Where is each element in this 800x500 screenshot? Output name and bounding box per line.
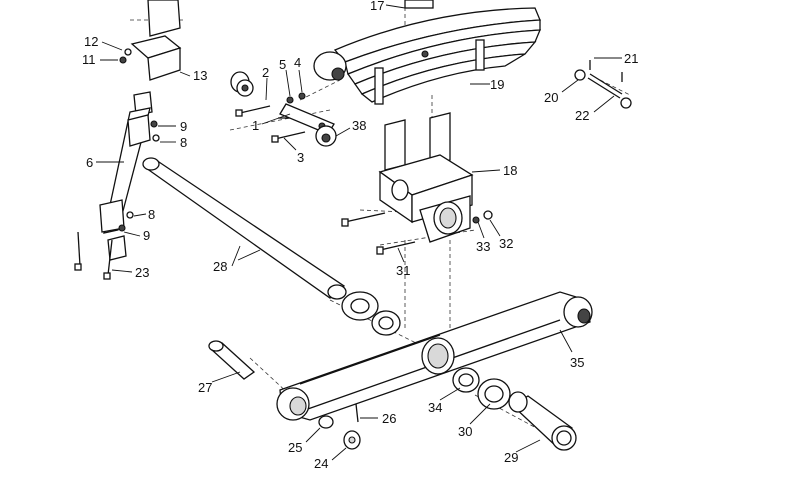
callout-34: 34 bbox=[428, 400, 442, 415]
part-27-pin bbox=[208, 340, 256, 380]
callout-18: 18 bbox=[503, 163, 517, 178]
part-35-walking-beam bbox=[276, 291, 593, 421]
callout-12: 12 bbox=[84, 34, 98, 49]
callout-28: 28 bbox=[213, 259, 227, 274]
callout-22: 22 bbox=[575, 108, 589, 123]
part-19-leaf-spring bbox=[313, 7, 542, 105]
callout-11: 11 bbox=[82, 52, 96, 67]
callout-21: 21 bbox=[624, 51, 638, 66]
leader-lines bbox=[96, 4, 622, 461]
callout-27: 27 bbox=[198, 380, 212, 395]
callout-4: 4 bbox=[294, 55, 301, 70]
callout-3: 3 bbox=[297, 150, 304, 165]
callout-9b: 9 bbox=[143, 228, 150, 243]
part-17-stub bbox=[404, 0, 434, 9]
callout-8a: 8 bbox=[180, 135, 187, 150]
callout-8b: 8 bbox=[148, 207, 155, 222]
callout-13: 13 bbox=[193, 68, 207, 83]
callout-38: 38 bbox=[352, 118, 366, 133]
callout-24: 24 bbox=[314, 456, 328, 471]
parts-20-22-pin-set bbox=[574, 60, 632, 109]
parts-29-30-34-sleeve bbox=[452, 367, 577, 451]
callout-30: 30 bbox=[458, 424, 472, 439]
callout-17: 17 bbox=[370, 0, 384, 13]
callout-19: 19 bbox=[490, 77, 504, 92]
callout-6: 6 bbox=[86, 155, 93, 170]
callout-33: 33 bbox=[476, 239, 490, 254]
callout-20: 20 bbox=[544, 90, 558, 105]
callout-29: 29 bbox=[504, 450, 518, 465]
callout-23: 23 bbox=[135, 265, 149, 280]
callout-31: 31 bbox=[396, 263, 410, 278]
callout-2: 2 bbox=[262, 65, 269, 80]
callout-9a: 9 bbox=[180, 119, 187, 134]
callout-1: 1 bbox=[252, 118, 259, 133]
parts-1-5-38-pin-assembly bbox=[230, 71, 337, 147]
callout-labels: 17 12 11 13 2 5 4 1 3 38 19 21 20 22 18 … bbox=[82, 0, 638, 471]
torque-rod-assembly bbox=[74, 0, 182, 280]
callout-26: 26 bbox=[382, 411, 396, 426]
callout-35: 35 bbox=[570, 355, 584, 370]
callout-25: 25 bbox=[288, 440, 302, 455]
callout-32: 32 bbox=[499, 236, 513, 251]
part-28-tube bbox=[142, 157, 401, 336]
callout-5: 5 bbox=[279, 57, 286, 72]
parts-24-26-fasteners bbox=[318, 403, 361, 450]
parts-31-33-bracket-fasteners bbox=[341, 210, 493, 255]
part-18-bracket bbox=[378, 112, 474, 243]
